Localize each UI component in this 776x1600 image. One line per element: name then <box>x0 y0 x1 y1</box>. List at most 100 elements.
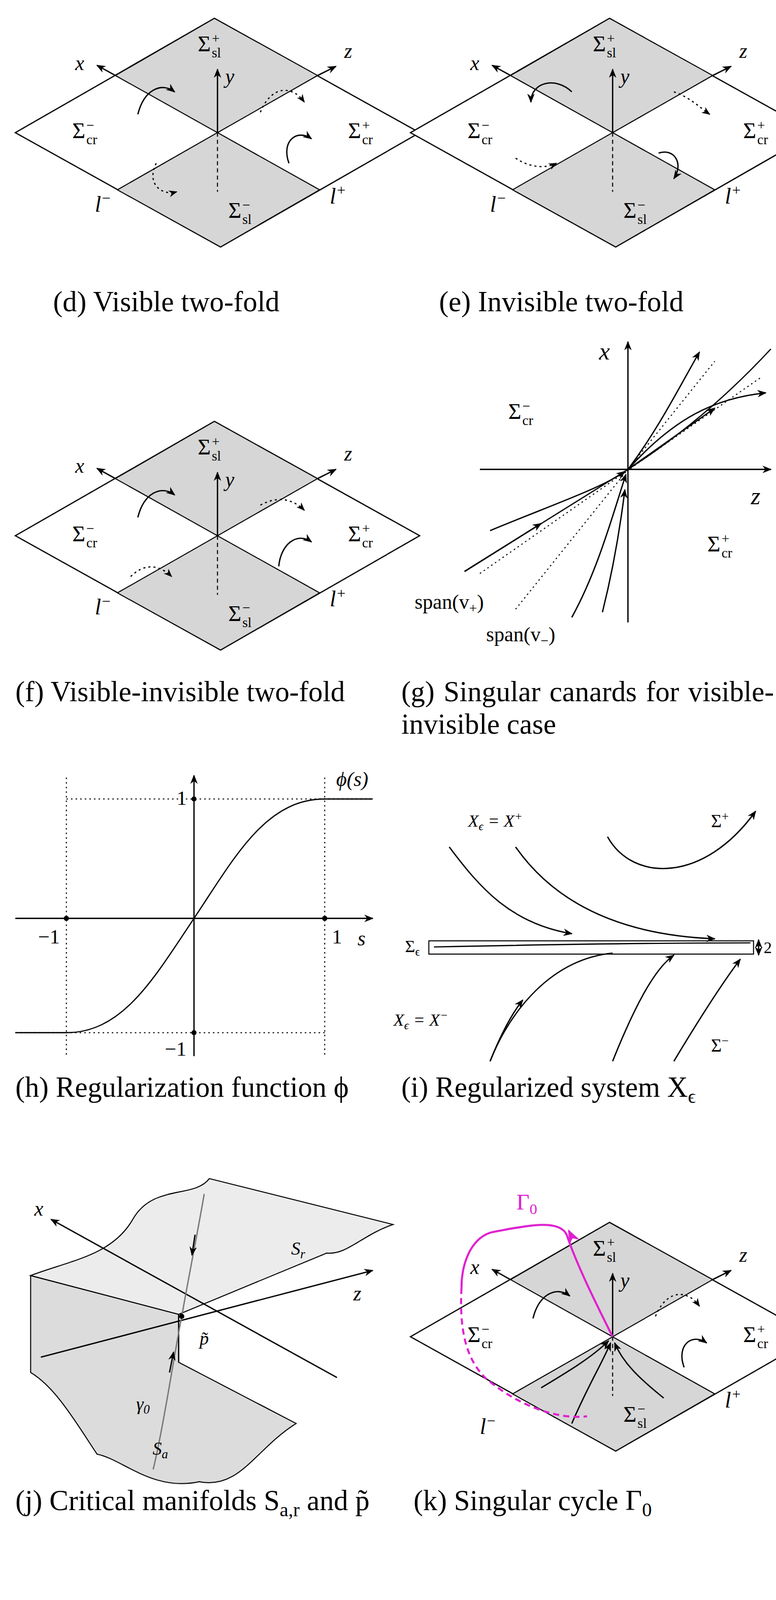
text-part: (d) Visible two-fold <box>53 285 280 318</box>
figure-path <box>541 1341 609 1388</box>
region-label: Σcr+ <box>347 117 373 148</box>
text-part: 1 <box>331 925 342 948</box>
text-part: Σ <box>197 30 211 57</box>
figure-path <box>673 91 710 115</box>
text-part: Σ <box>742 117 757 144</box>
axis-label: x <box>75 454 85 478</box>
text-part: X <box>468 811 479 831</box>
region-label: Σcr− <box>72 117 97 148</box>
vector-field-label: Xϵ = X+ <box>468 811 523 832</box>
text-part: Σ <box>228 197 242 223</box>
figure-path <box>655 1294 700 1317</box>
region-label: Σcr− <box>467 117 493 148</box>
text-part: ) <box>548 623 556 646</box>
text-part: + <box>211 31 221 47</box>
figure-path <box>433 943 751 948</box>
panel-caption: (f) Visible-invisible two-fold <box>15 675 378 709</box>
figure-path <box>627 408 715 470</box>
text-part: (g) Singular canards for visible-invisib… <box>401 675 774 740</box>
text-part: Σ <box>623 197 637 223</box>
text-part: + <box>335 181 346 199</box>
script-stack: cr− <box>481 118 493 148</box>
text-part: − <box>496 189 507 207</box>
text-part: z <box>353 1282 362 1305</box>
axis-label: z <box>739 1243 748 1268</box>
script-stack: sl+ <box>606 1236 617 1266</box>
script-stack: sl− <box>637 198 647 228</box>
text-part: − <box>522 399 534 414</box>
figure-path <box>602 490 625 613</box>
figure-line <box>40 1270 373 1358</box>
figure-path <box>153 1193 205 1470</box>
tick-label: −1 <box>164 1037 187 1061</box>
text-part: + <box>362 521 373 537</box>
text-part: − <box>486 1412 497 1430</box>
figure-use <box>410 1222 776 1452</box>
axis-label: x <box>599 338 610 367</box>
text-part: − <box>86 521 97 537</box>
script-stack: cr+ <box>721 531 733 562</box>
text-part: cr <box>481 133 493 148</box>
text-part: Σ <box>710 1035 722 1056</box>
text-part: x <box>34 1197 44 1220</box>
text-part: Σ <box>72 521 86 547</box>
figure-path <box>515 847 715 940</box>
text-part: Σ <box>592 30 606 57</box>
panel-caption: (h) Regularization function ϕ <box>15 1071 383 1105</box>
axis-label: z <box>739 39 748 63</box>
script-stack: sl+ <box>606 31 617 61</box>
text-part: + <box>721 809 729 824</box>
text-part: l <box>94 594 102 620</box>
text-part: sl <box>637 1416 647 1432</box>
text-part: sl <box>211 449 221 465</box>
vector-field-label: Xϵ = X− <box>393 1010 448 1031</box>
manifold-label: Sa <box>152 1438 168 1461</box>
figure-path <box>449 847 572 934</box>
text-part: − <box>242 601 252 617</box>
text-part: + <box>721 531 733 547</box>
axis-label: y <box>620 1269 630 1293</box>
figure-use <box>15 421 420 651</box>
text-part: sl <box>242 615 252 631</box>
text-part: + <box>757 1322 768 1338</box>
text-part: + <box>731 1385 742 1403</box>
figure-path <box>464 523 542 572</box>
axis-label: x <box>470 1255 480 1280</box>
text-part: z <box>344 442 353 465</box>
text-part: l <box>329 586 336 612</box>
point-label: p̃ <box>199 1328 209 1350</box>
region-label: Σcr+ <box>742 117 768 148</box>
fold-line-label: l+ <box>329 586 347 612</box>
script-stack: sl+ <box>211 31 221 61</box>
figure-path <box>490 953 613 1062</box>
figure-use <box>410 18 776 247</box>
figure-path <box>461 1224 613 1337</box>
region-label: Σsl− <box>228 600 252 631</box>
axis-label: z <box>344 39 353 63</box>
panel-caption: (e) Invisible two-fold <box>439 285 685 319</box>
figure-path <box>260 499 305 511</box>
text-part: cr <box>757 1337 768 1352</box>
text-part: z <box>739 39 748 62</box>
text-part: (e) Invisible two-fold <box>439 285 685 318</box>
figure-path <box>658 151 678 179</box>
figure-circle <box>321 916 328 922</box>
cycle-label: Γ0 <box>516 1189 538 1216</box>
panel-caption: (g) Singular canards for visible-invisib… <box>401 675 774 741</box>
text-part: 1 <box>176 786 187 809</box>
text-part: a,r <box>279 1499 300 1521</box>
text-part: + <box>362 118 373 134</box>
text-part: cr <box>86 536 97 552</box>
text-part: Σ <box>467 117 481 144</box>
text-part: y <box>224 467 235 491</box>
script-stack: cr+ <box>757 118 768 148</box>
axis-label: s <box>357 927 366 951</box>
text-part: Σ <box>197 434 211 460</box>
text-part: cr <box>86 133 97 148</box>
text-part: cr <box>522 413 534 429</box>
text-part: l <box>94 191 102 217</box>
figure-circle <box>179 1313 185 1319</box>
text-part: − <box>637 198 647 213</box>
